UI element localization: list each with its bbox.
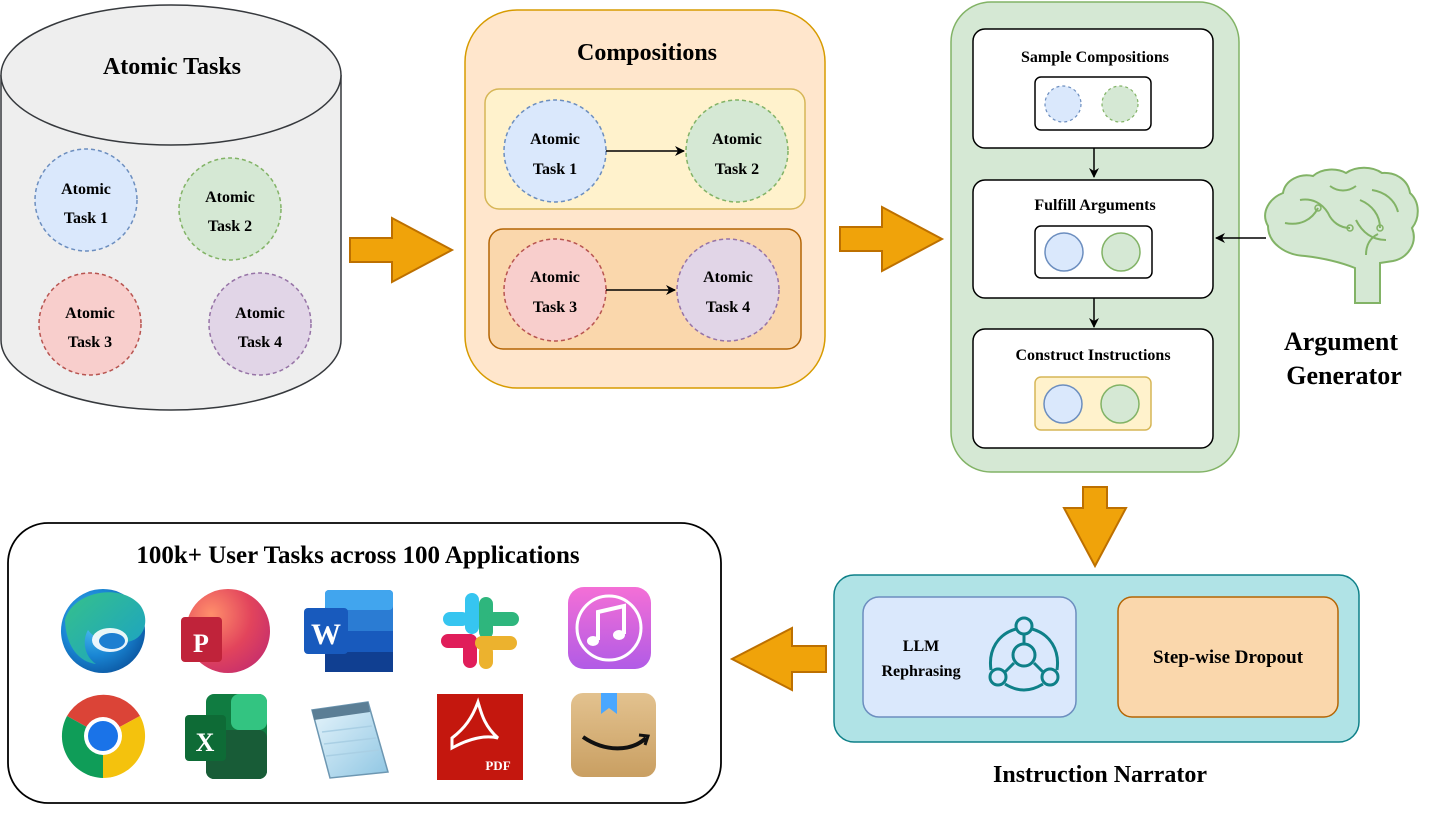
svg-text:Task 4: Task 4 bbox=[238, 334, 282, 351]
compositions-title: Compositions bbox=[577, 40, 717, 66]
svg-text:W: W bbox=[311, 618, 341, 651]
excel-icon: X bbox=[185, 694, 267, 779]
construct-instructions-step: Construct Instructions bbox=[972, 328, 1214, 449]
svg-text:Construct Instructions: Construct Instructions bbox=[1015, 347, 1170, 364]
flow-arrow-right bbox=[349, 216, 455, 284]
svg-text:Atomic: Atomic bbox=[61, 181, 111, 198]
llm-rephrasing-box: LLM Rephrasing bbox=[862, 596, 1077, 718]
edge-icon bbox=[61, 589, 146, 673]
chrome-icon bbox=[61, 694, 146, 779]
powerpoint-icon: P bbox=[181, 589, 270, 673]
generation-pipeline-panel: Sample Compositions Fulfill Arguments Co… bbox=[950, 1, 1240, 473]
argument-generator: Argument Generator bbox=[1215, 166, 1419, 390]
svg-text:Task 3: Task 3 bbox=[68, 334, 112, 351]
svg-text:LLM: LLM bbox=[903, 638, 939, 655]
svg-text:Sample Compositions: Sample Compositions bbox=[1021, 49, 1169, 66]
user-tasks-panel: 100k+ User Tasks across 100 Applications… bbox=[7, 522, 722, 804]
svg-text:PDF: PDF bbox=[485, 758, 510, 773]
svg-text:Atomic: Atomic bbox=[530, 131, 580, 148]
svg-text:Task 1: Task 1 bbox=[533, 161, 577, 178]
svg-text:Atomic: Atomic bbox=[703, 269, 753, 286]
amazon-icon bbox=[571, 693, 656, 777]
svg-text:Atomic: Atomic bbox=[205, 189, 255, 206]
atomic-task-node: Atomic Task 3 bbox=[38, 272, 142, 376]
compositions-panel: Compositions Atomic Task 1 Atomic Task 2… bbox=[464, 9, 826, 389]
svg-text:Fulfill Arguments: Fulfill Arguments bbox=[1034, 197, 1155, 214]
openai-icon bbox=[988, 616, 1060, 692]
flow-arrow-left bbox=[729, 626, 827, 692]
composition-row: Atomic Task 3 Atomic Task 4 bbox=[488, 228, 802, 350]
sample-compositions-step: Sample Compositions bbox=[972, 28, 1214, 149]
svg-text:X: X bbox=[196, 728, 215, 757]
slack-icon bbox=[441, 593, 519, 669]
atomic-task-node: Atomic Task 2 bbox=[178, 157, 282, 261]
itunes-icon bbox=[568, 587, 651, 669]
argument-generator-label: Generator bbox=[1286, 361, 1402, 390]
word-icon: W bbox=[304, 590, 393, 672]
svg-text:Task 1: Task 1 bbox=[64, 210, 108, 227]
brain-icon bbox=[1264, 166, 1419, 304]
step-wise-dropout-box: Step-wise Dropout bbox=[1117, 596, 1339, 718]
svg-text:Task 3: Task 3 bbox=[533, 299, 577, 316]
atomic-task-node: Atomic Task 4 bbox=[208, 272, 312, 376]
instruction-narrator-label: Instruction Narrator bbox=[993, 762, 1207, 788]
fulfill-arguments-step: Fulfill Arguments bbox=[972, 179, 1214, 299]
flow-arrow-right bbox=[839, 205, 945, 273]
svg-text:Task 2: Task 2 bbox=[715, 161, 759, 178]
composition-row: Atomic Task 1 Atomic Task 2 bbox=[484, 88, 806, 210]
svg-text:Atomic: Atomic bbox=[712, 131, 762, 148]
svg-text:Atomic: Atomic bbox=[235, 305, 285, 322]
instruction-narrator-panel: LLM Rephrasing Step-wise Dropout bbox=[833, 574, 1360, 743]
atomic-tasks-title: Atomic Tasks bbox=[103, 54, 241, 80]
flow-arrow-down bbox=[1062, 486, 1128, 569]
svg-text:Atomic: Atomic bbox=[65, 305, 115, 322]
notepad-icon bbox=[311, 701, 389, 779]
svg-text:P: P bbox=[193, 629, 209, 658]
svg-text:Atomic: Atomic bbox=[530, 269, 580, 286]
user-tasks-title: 100k+ User Tasks across 100 Applications bbox=[136, 542, 580, 569]
svg-text:Task 4: Task 4 bbox=[706, 299, 750, 316]
argument-generator-label: Argument bbox=[1284, 327, 1398, 356]
svg-text:Rephrasing: Rephrasing bbox=[881, 663, 960, 680]
svg-text:Step-wise Dropout: Step-wise Dropout bbox=[1153, 647, 1304, 668]
svg-text:Task 2: Task 2 bbox=[208, 218, 252, 235]
pdf-icon: PDF bbox=[437, 694, 523, 780]
atomic-task-node: Atomic Task 1 bbox=[34, 148, 138, 252]
atomic-tasks-cylinder: Atomic Tasks Atomic Task 1 Atomic Task 2… bbox=[0, 4, 342, 411]
